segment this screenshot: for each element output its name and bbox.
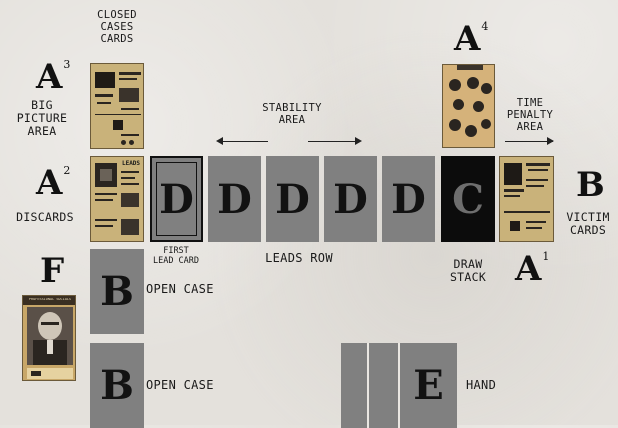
marker-a3-sup: 3 [63,58,70,71]
marker-f: F [40,254,64,288]
discards-label: DISCARDS [6,211,84,224]
closed-cases-card-art [90,63,144,149]
lead-card-5[interactable]: D [382,156,435,242]
closed-cases-label: CLOSED CASES CARDS [82,10,152,45]
draw-stack-card[interactable]: C [441,156,495,242]
time-penalty-line-2: PENALTY [503,110,557,122]
open-case-card-2[interactable]: B [90,343,144,428]
closed-cases-line-2: CASES [82,22,152,34]
time-penalty-card-art [442,64,495,148]
closed-cases-line-1: CLOSED [82,10,152,22]
open-case-card-1-letter: B [100,268,134,315]
first-lead-label: FIRST LEAD CARD [144,247,208,266]
marker-a4-letter: A [454,19,480,59]
leads-row-label: LEADS ROW [244,252,354,265]
marker-a2-sup: 2 [63,164,70,177]
hand-card-back-1[interactable] [341,343,369,428]
marker-a3-letter: A [36,57,62,97]
open-case-card-1[interactable]: B [90,249,144,334]
marker-a4: A4 [454,22,488,56]
stability-area-label: STABILITY AREA [247,103,337,127]
hand-card-back-2[interactable] [369,343,400,428]
marker-a2: A2 [36,166,70,200]
marker-a1-sup: 1 [542,250,549,263]
marker-b-victim: B [576,168,605,202]
hand-card-letter: E [413,362,444,409]
first-lead-card-letter: D [159,176,194,223]
draw-stack-label: DRAW STACK [438,258,498,284]
open-case-label-1: OPEN CASE [146,283,226,296]
hand-card-front[interactable]: E [400,343,457,428]
victim-cards-label: VICTIM CARDS [560,211,616,237]
first-lead-line-2: LEAD CARD [144,257,208,267]
time-penalty-arrow-head-icon [547,137,554,145]
lead-card-3-letter: D [275,176,310,223]
hand-label: HAND [466,379,516,392]
draw-stack-card-letter: C [452,176,484,223]
stability-area-line-1: STABILITY [247,103,337,115]
time-penalty-label: TIME PENALTY AREA [503,98,557,133]
marker-b-victim-letter: B [576,165,605,205]
stability-arrow-left [222,141,268,142]
draw-stack-line-2: STACK [438,271,498,284]
f-card-title: PROFESSIONAL SOCIALS [24,298,76,302]
marker-a4-sup: 4 [481,20,488,33]
stability-area-line-2: AREA [247,115,337,127]
open-case-card-2-letter: B [100,362,134,409]
closed-cases-line-3: CARDS [82,34,152,46]
big-picture-label: BIG PICTURE AREA [12,99,72,138]
stability-arrow-right-head-icon [355,137,362,145]
draw-stack-line-1: DRAW [438,258,498,271]
first-lead-card[interactable]: D [150,156,203,242]
lead-card-2[interactable]: D [208,156,261,242]
marker-a2-letter: A [36,163,62,203]
time-penalty-line-3: AREA [503,122,557,134]
lead-card-4-letter: D [333,176,368,223]
victim-cards-line-1: VICTIM [560,211,616,224]
stability-arrow-right [308,141,356,142]
time-penalty-arrow [505,141,553,142]
big-picture-line-1: BIG [12,99,72,112]
victim-card-art [499,156,554,242]
time-penalty-line-1: TIME [503,98,557,110]
big-picture-line-3: AREA [12,125,72,138]
lead-card-5-letter: D [391,176,426,223]
leads-card-title: LEADS [119,161,143,168]
lead-card-2-letter: D [217,176,252,223]
f-character-card-art: PROFESSIONAL SOCIALS [22,295,76,381]
marker-a1: A1 [515,252,549,286]
open-case-label-2: OPEN CASE [146,379,226,392]
marker-f-letter: F [40,251,64,291]
victim-cards-line-2: CARDS [560,224,616,237]
discards-card-art: LEADS [90,156,144,242]
big-picture-line-2: PICTURE [12,112,72,125]
stability-arrow-left-head-icon [216,137,223,145]
marker-a3: A3 [36,60,70,94]
lead-card-3[interactable]: D [266,156,319,242]
lead-card-4[interactable]: D [324,156,377,242]
marker-a1-letter: A [515,249,541,289]
